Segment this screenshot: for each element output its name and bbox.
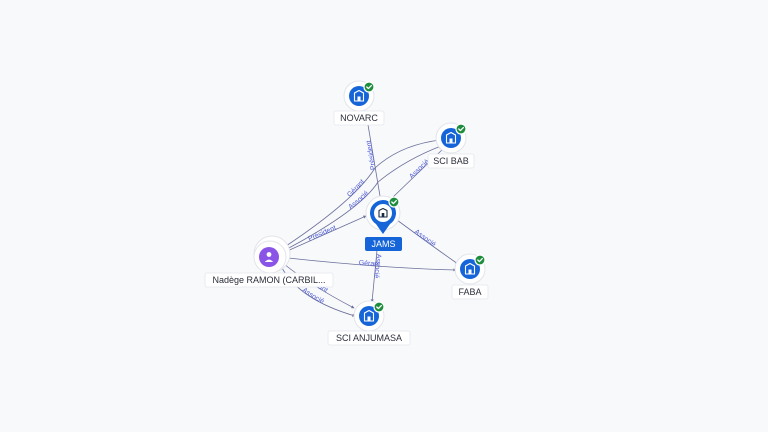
edge-label-nadege-jams: Président: [307, 225, 337, 243]
building-icon: [363, 309, 375, 322]
node-label: JAMS: [371, 239, 395, 249]
edge-jams-faba[interactable]: Associé: [396, 219, 459, 265]
node-scianjumasa[interactable]: SCI ANJUMASA: [327, 300, 411, 346]
building-icon: [445, 131, 457, 144]
person-icon: [264, 252, 274, 262]
edge-label-jams-scibab: Associé: [408, 158, 431, 180]
edge-label-jams-faba: Associé: [413, 228, 437, 248]
building-icon: [353, 89, 365, 102]
edge-label-nadege-faba: Gérant: [359, 260, 381, 269]
edge-nadege-jams[interactable]: Président: [284, 215, 367, 253]
node-faba[interactable]: FABA: [451, 253, 489, 300]
node-jams-center[interactable]: JAMS: [365, 195, 402, 251]
check-badge-icon: [373, 301, 385, 313]
node-label: SCI ANJUMASA: [336, 333, 402, 343]
check-badge-icon: [363, 81, 375, 93]
node-novarc[interactable]: NOVARC: [333, 80, 385, 126]
check-badge-icon: [388, 196, 400, 208]
check-badge-icon: [455, 123, 467, 135]
edge-label-jams-novarc: Président: [366, 140, 378, 170]
edge-jams-novarc[interactable]: Président: [364, 112, 381, 197]
check-badge-icon: [474, 254, 486, 266]
node-label: SCI BAB: [433, 156, 469, 166]
node-label: FABA: [458, 287, 481, 297]
building-icon: [464, 262, 476, 275]
node-label: NOVARC: [340, 113, 378, 123]
node-scibab[interactable]: SCI BAB: [427, 122, 475, 169]
node-label: Nadège RAMON (CARBIL...: [212, 275, 325, 285]
node-nadege[interactable]: Nadège RAMON (CARBIL...: [204, 235, 334, 288]
building-icon: [378, 207, 388, 218]
edge-nadege-faba[interactable]: Gérant: [287, 257, 457, 272]
